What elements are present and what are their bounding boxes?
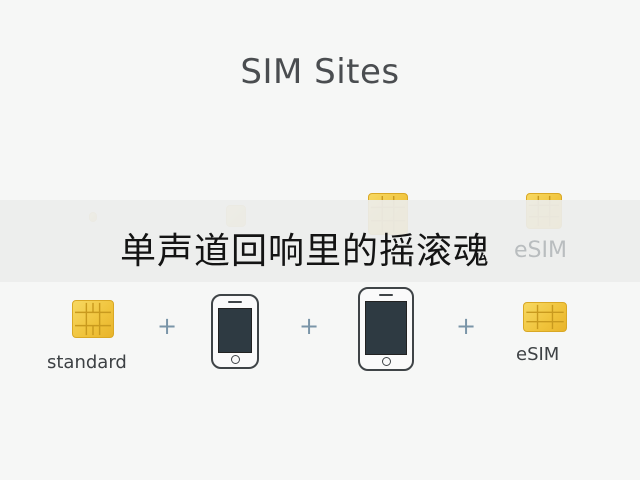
esim-chip-icon xyxy=(523,302,567,332)
phone-large-icon xyxy=(358,287,414,371)
page-title: SIM Sites xyxy=(240,52,400,92)
overlay-caption: 单声道回响里的摇滚魂 xyxy=(120,231,491,272)
standard-sim-chip-icon xyxy=(72,300,114,338)
overlay-band xyxy=(0,200,640,282)
plus-icon: + xyxy=(456,312,477,340)
phone-icon xyxy=(211,294,259,369)
plus-icon: + xyxy=(157,312,178,340)
standard-label: standard xyxy=(47,352,127,373)
ghost-esim-label: eSIM xyxy=(514,238,567,263)
plus-icon: + xyxy=(299,312,320,340)
esim-label: eSIM xyxy=(516,344,560,365)
